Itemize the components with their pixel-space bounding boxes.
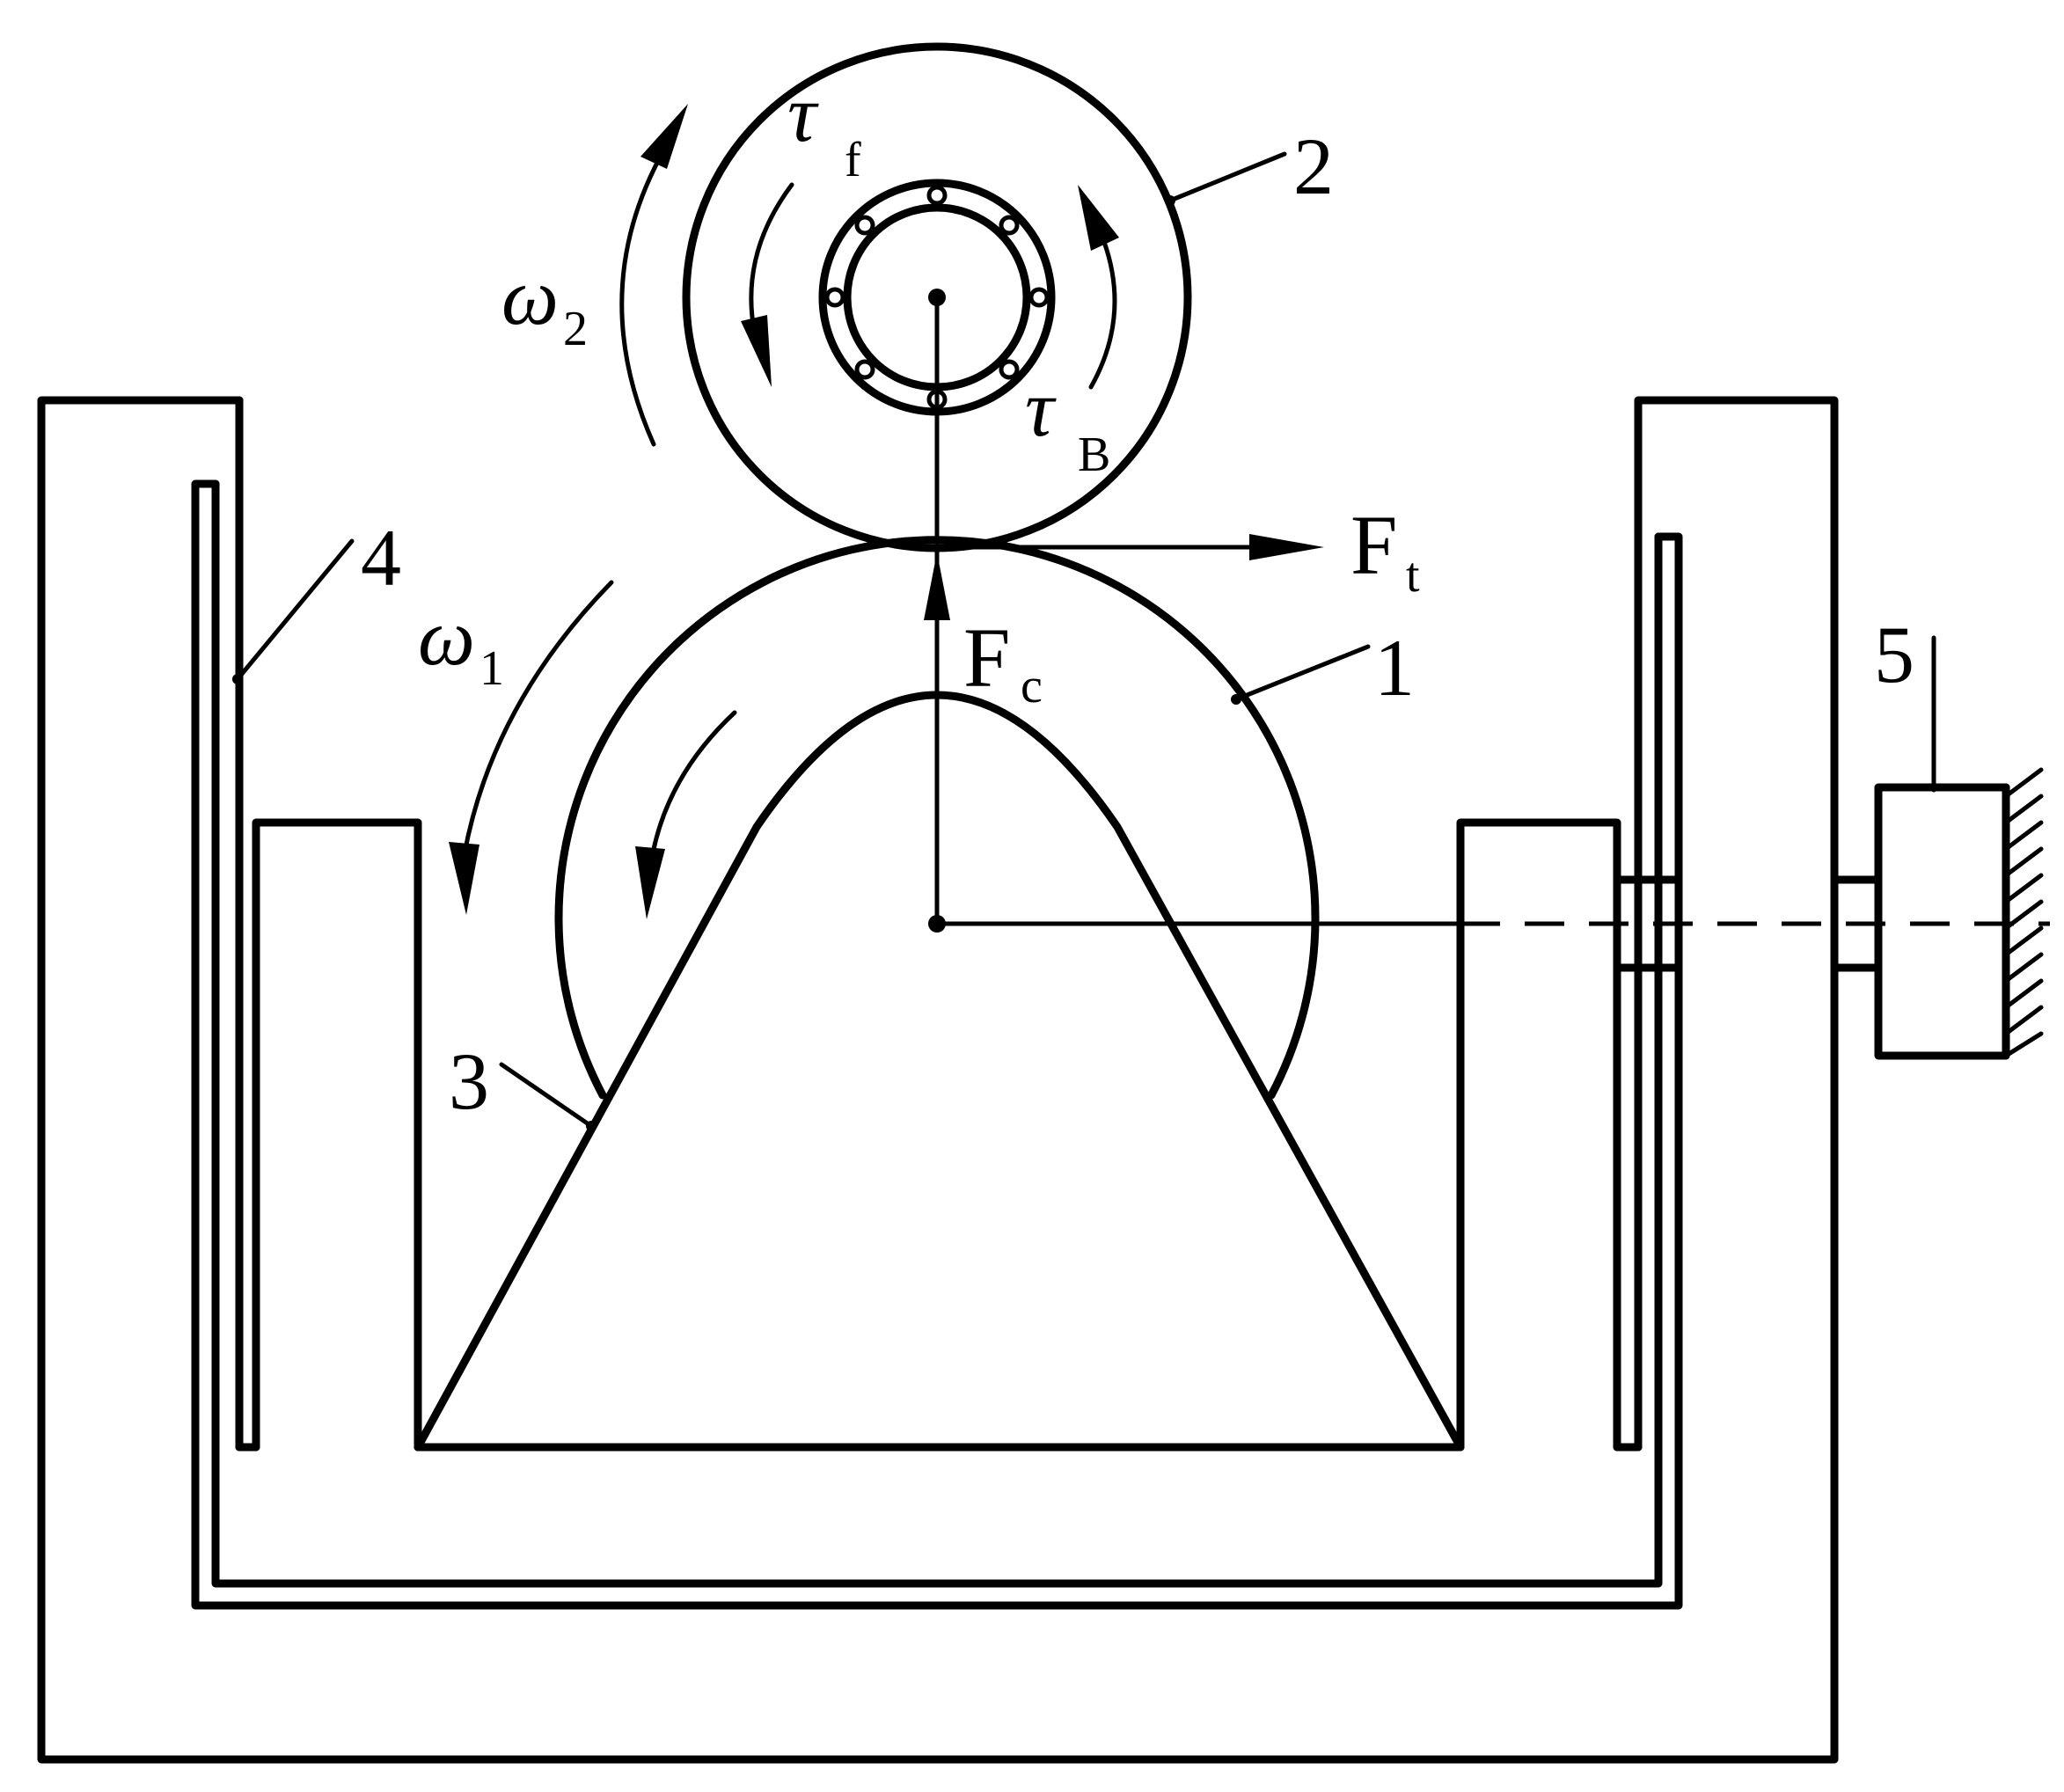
tau-f-arrowhead bbox=[741, 315, 772, 387]
label-force-t-sub: t bbox=[1406, 548, 1420, 603]
label-force-c: F bbox=[963, 611, 1010, 705]
part4-wall-right-bottom bbox=[1456, 818, 1643, 1452]
label-part3: 3 bbox=[449, 1036, 489, 1126]
label-part1: 1 bbox=[1374, 623, 1415, 713]
label-part4: 4 bbox=[361, 513, 401, 603]
shaft-through-wall bbox=[1613, 875, 1683, 972]
label-tau-B: τ bbox=[1025, 363, 1057, 453]
omega2-arrowhead bbox=[640, 104, 688, 169]
label-tau-f: τ bbox=[787, 69, 819, 158]
part4-container-inner bbox=[211, 479, 1663, 1588]
omega1-arrow-arc bbox=[462, 580, 614, 856]
disk-inner-arrowhead bbox=[635, 846, 665, 919]
label-force-t: F bbox=[1350, 498, 1397, 592]
force-t-arrowhead bbox=[1249, 534, 1324, 560]
tau-B-arrow-arc bbox=[1088, 239, 1117, 390]
omega1-arrowhead bbox=[449, 842, 479, 915]
tau-f-arrow-arc bbox=[749, 182, 794, 337]
disk-inner-arrow-arc bbox=[650, 710, 737, 856]
label-tau-f-sub: f bbox=[845, 133, 861, 187]
label-force-c-sub: c bbox=[1021, 659, 1043, 713]
label-tau-B-sub: B bbox=[1078, 428, 1110, 482]
part4-wall-left-bottom bbox=[235, 818, 422, 1452]
part4-container-outer bbox=[191, 479, 1683, 1610]
label-part5: 5 bbox=[1874, 610, 1914, 699]
tau-B-arrowhead bbox=[1078, 185, 1119, 251]
part5-ground-hatch bbox=[2003, 767, 2044, 1058]
leader-3 bbox=[499, 1062, 594, 1129]
leader-2 bbox=[1167, 151, 1287, 203]
leader-1 bbox=[1233, 644, 1371, 702]
label-omega1-sub: 1 bbox=[479, 641, 504, 696]
force-c-arrowhead bbox=[924, 552, 950, 620]
bearing-balls bbox=[824, 185, 1050, 410]
omega2-arrow-arc bbox=[619, 147, 667, 447]
label-omega2: ω bbox=[501, 252, 559, 341]
label-omega1: ω bbox=[418, 592, 475, 682]
label-omega2-sub: 2 bbox=[563, 302, 588, 356]
leader-4 bbox=[235, 538, 355, 682]
outer-housing bbox=[37, 396, 1839, 1764]
label-part2: 2 bbox=[1293, 121, 1334, 211]
